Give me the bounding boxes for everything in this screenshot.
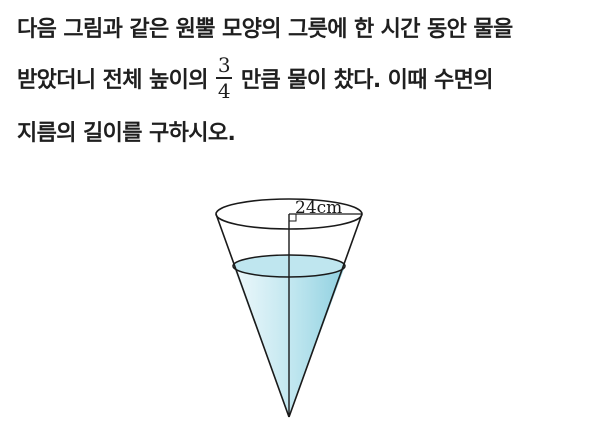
fraction-three-quarters: 3 4 bbox=[215, 53, 232, 103]
cone-diagram: 24cm bbox=[215, 198, 363, 418]
cone-figure: 24cm bbox=[205, 190, 375, 425]
problem-line-2: 받았더니 전체 높이의 3 4 만큼 물이 찼다. 이때 수면의 bbox=[17, 50, 597, 106]
problem-line-2-end: 만큼 물이 찼다. 이때 수면의 bbox=[240, 68, 494, 93]
problem-line-2-start: 받았더니 전체 높이의 bbox=[17, 68, 208, 93]
problem-line-3: 지름의 길이를 구하시오. bbox=[17, 121, 236, 146]
problem-text: 다음 그림과 같은 원뿔 모양의 그릇에 한 시간 동안 물을 받았더니 전체 … bbox=[17, 4, 597, 156]
right-angle-mark bbox=[289, 214, 297, 222]
fraction-numerator: 3 bbox=[217, 53, 231, 78]
cone-right-edge bbox=[288, 213, 363, 418]
fraction-denominator: 4 bbox=[217, 78, 231, 103]
cone-left-edge bbox=[215, 213, 290, 418]
problem-line-1: 다음 그림과 같은 원뿔 모양의 그릇에 한 시간 동안 물을 bbox=[17, 17, 513, 42]
height-label: 24cm bbox=[295, 198, 342, 218]
fraction-bar bbox=[215, 77, 232, 79]
